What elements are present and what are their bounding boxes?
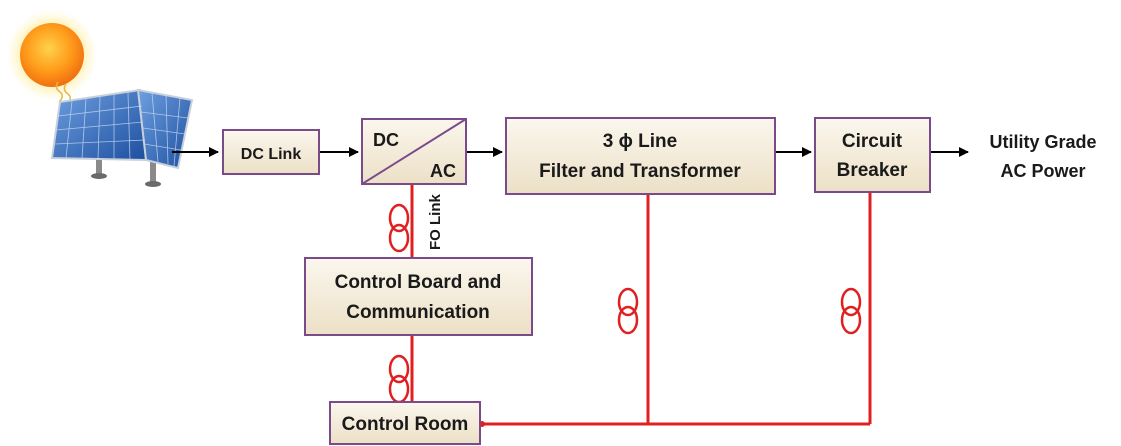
control-board-block: Control Board and Communication [304, 257, 533, 336]
fiber-coil-icon [388, 203, 410, 253]
fiber-coil-icon [617, 287, 639, 335]
solar-panel-icon [50, 88, 194, 187]
dc-link-label: DC Link [241, 146, 302, 163]
circuit-breaker-block: Circuit Breaker [814, 117, 931, 193]
fiber-coil-icon [388, 354, 410, 404]
converter-ac-label: AC [430, 161, 456, 181]
output-line1-label: Utility Grade [989, 132, 1096, 152]
dc-ac-converter-block: DC AC [361, 118, 467, 185]
control-room-label: Control Room [342, 414, 469, 435]
breaker-line2-label: Breaker [837, 160, 908, 181]
output-line2-label: AC Power [1000, 161, 1085, 181]
control-room-block: Control Room [329, 401, 481, 445]
fiber-coil-icon [840, 287, 862, 335]
sun-icon [6, 9, 98, 105]
dc-link-block: DC Link [222, 129, 320, 175]
filter-line2-label: Filter and Transformer [539, 161, 741, 182]
output-label: Utility Grade AC Power [989, 132, 1096, 181]
breaker-line1-label: Circuit [842, 131, 903, 152]
control-board-line2-label: Communication [346, 302, 490, 323]
filter-transformer-block: 3 ϕ Line Filter and Transformer [505, 117, 776, 195]
converter-dc-label: DC [373, 130, 399, 150]
control-board-line1-label: Control Board and [335, 272, 502, 293]
filter-line1-label: 3 ϕ Line [603, 131, 677, 152]
fo-link-label: FO Link [427, 194, 444, 250]
fiber-links [410, 184, 872, 426]
